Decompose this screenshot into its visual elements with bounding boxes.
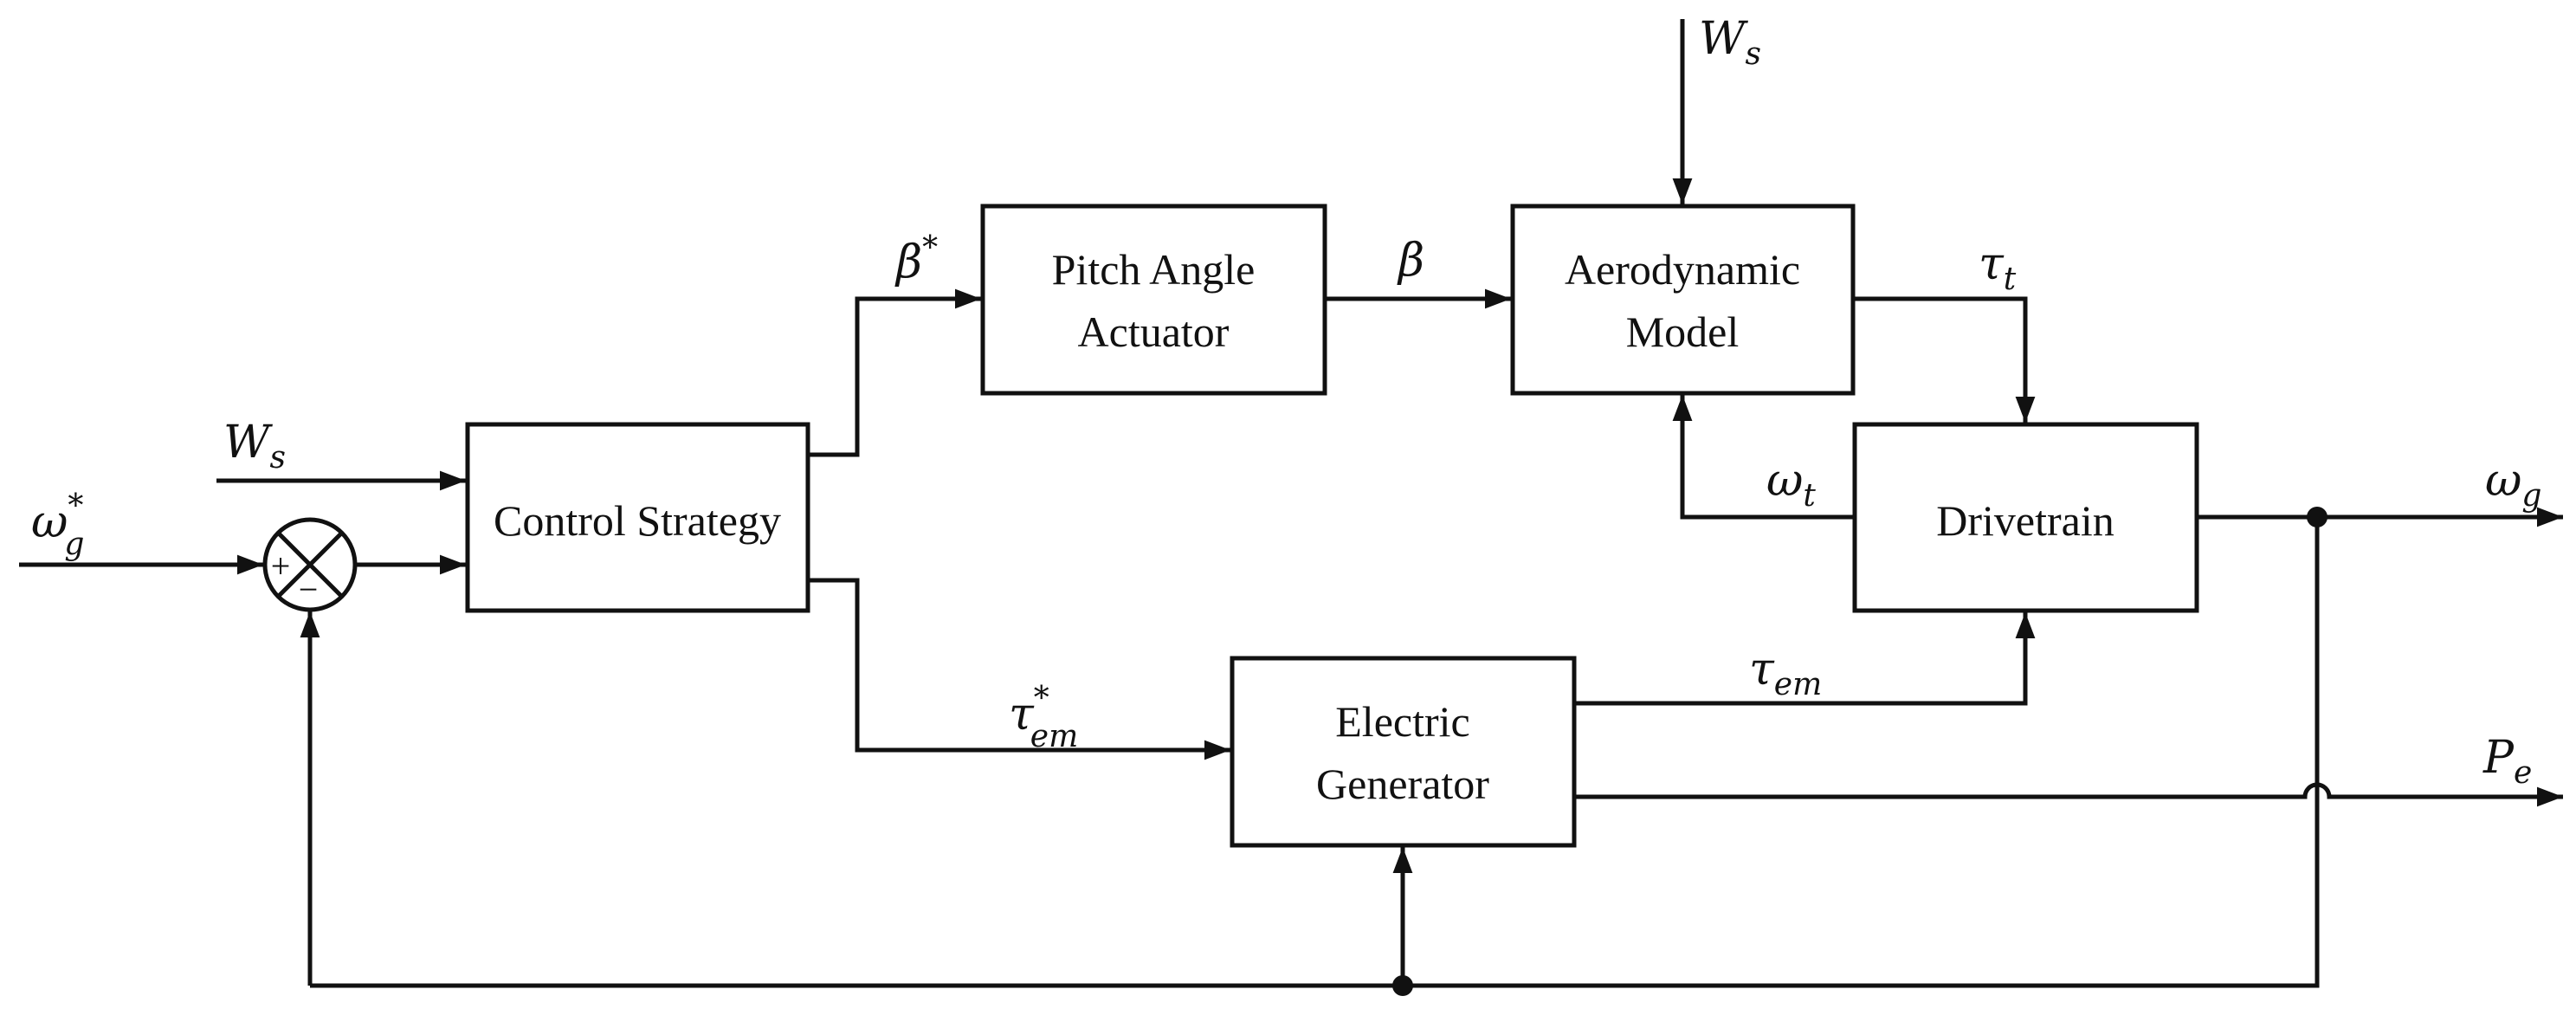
aero-block-label-line1: Aerodynamic [1565, 245, 1800, 294]
label-omega-g: ωg [2485, 455, 2541, 514]
label-beta-ref: β* [894, 230, 938, 288]
pitch-angle-actuator-block: Pitch Angle Actuator [980, 204, 1327, 396]
label-tau-em-ref: τ*em [1009, 681, 1078, 754]
label-beta: β [1397, 235, 1424, 287]
arrow-drivetrain-to-aero [1672, 395, 1855, 520]
summing-junction: + − [262, 517, 358, 612]
drivetrain-block: Drivetrain [1852, 422, 2199, 613]
pitch-block-label-line1: Pitch Angle [1052, 245, 1256, 294]
junction-dot-feedback [1392, 975, 1413, 996]
junction-dot-omega-g [2307, 507, 2327, 527]
label-tau-em: τem [1749, 644, 1822, 702]
label-pe: Pe [2482, 732, 2532, 791]
aero-block-label-line2: Model [1626, 307, 1740, 356]
label-ws-left: Ws [223, 417, 286, 475]
aerodynamic-model-block: Aerodynamic Model [1510, 204, 1856, 396]
control-strategy-block: Control Strategy [465, 422, 810, 613]
generator-block-label-line2: Generator [1316, 760, 1489, 808]
drivetrain-block-label: Drivetrain [1936, 496, 2114, 545]
arrow-generator-power-output [1574, 782, 2563, 807]
label-omega-g-ref: ω*g [31, 488, 84, 562]
generator-block-label-line1: Electric [1335, 697, 1469, 746]
pitch-block-label-line2: Actuator [1078, 307, 1230, 356]
label-tau-t: τt [1979, 238, 2017, 297]
junction-minus-sign: − [299, 570, 319, 609]
label-omega-t: ωt [1766, 455, 1816, 514]
label-ws-top: Ws [1699, 13, 1761, 72]
feedback-loop-line [310, 517, 2320, 988]
control-block-label: Control Strategy [494, 496, 781, 545]
junction-plus-sign: + [271, 547, 291, 585]
electric-generator-block: Electric Generator [1230, 656, 1577, 848]
arrow-aero-to-drivetrain [1855, 296, 2036, 423]
arrow-generator-to-drivetrain [1574, 612, 2036, 706]
arrow-control-to-generator [810, 578, 1230, 760]
arrow-control-to-pitch [810, 288, 981, 457]
